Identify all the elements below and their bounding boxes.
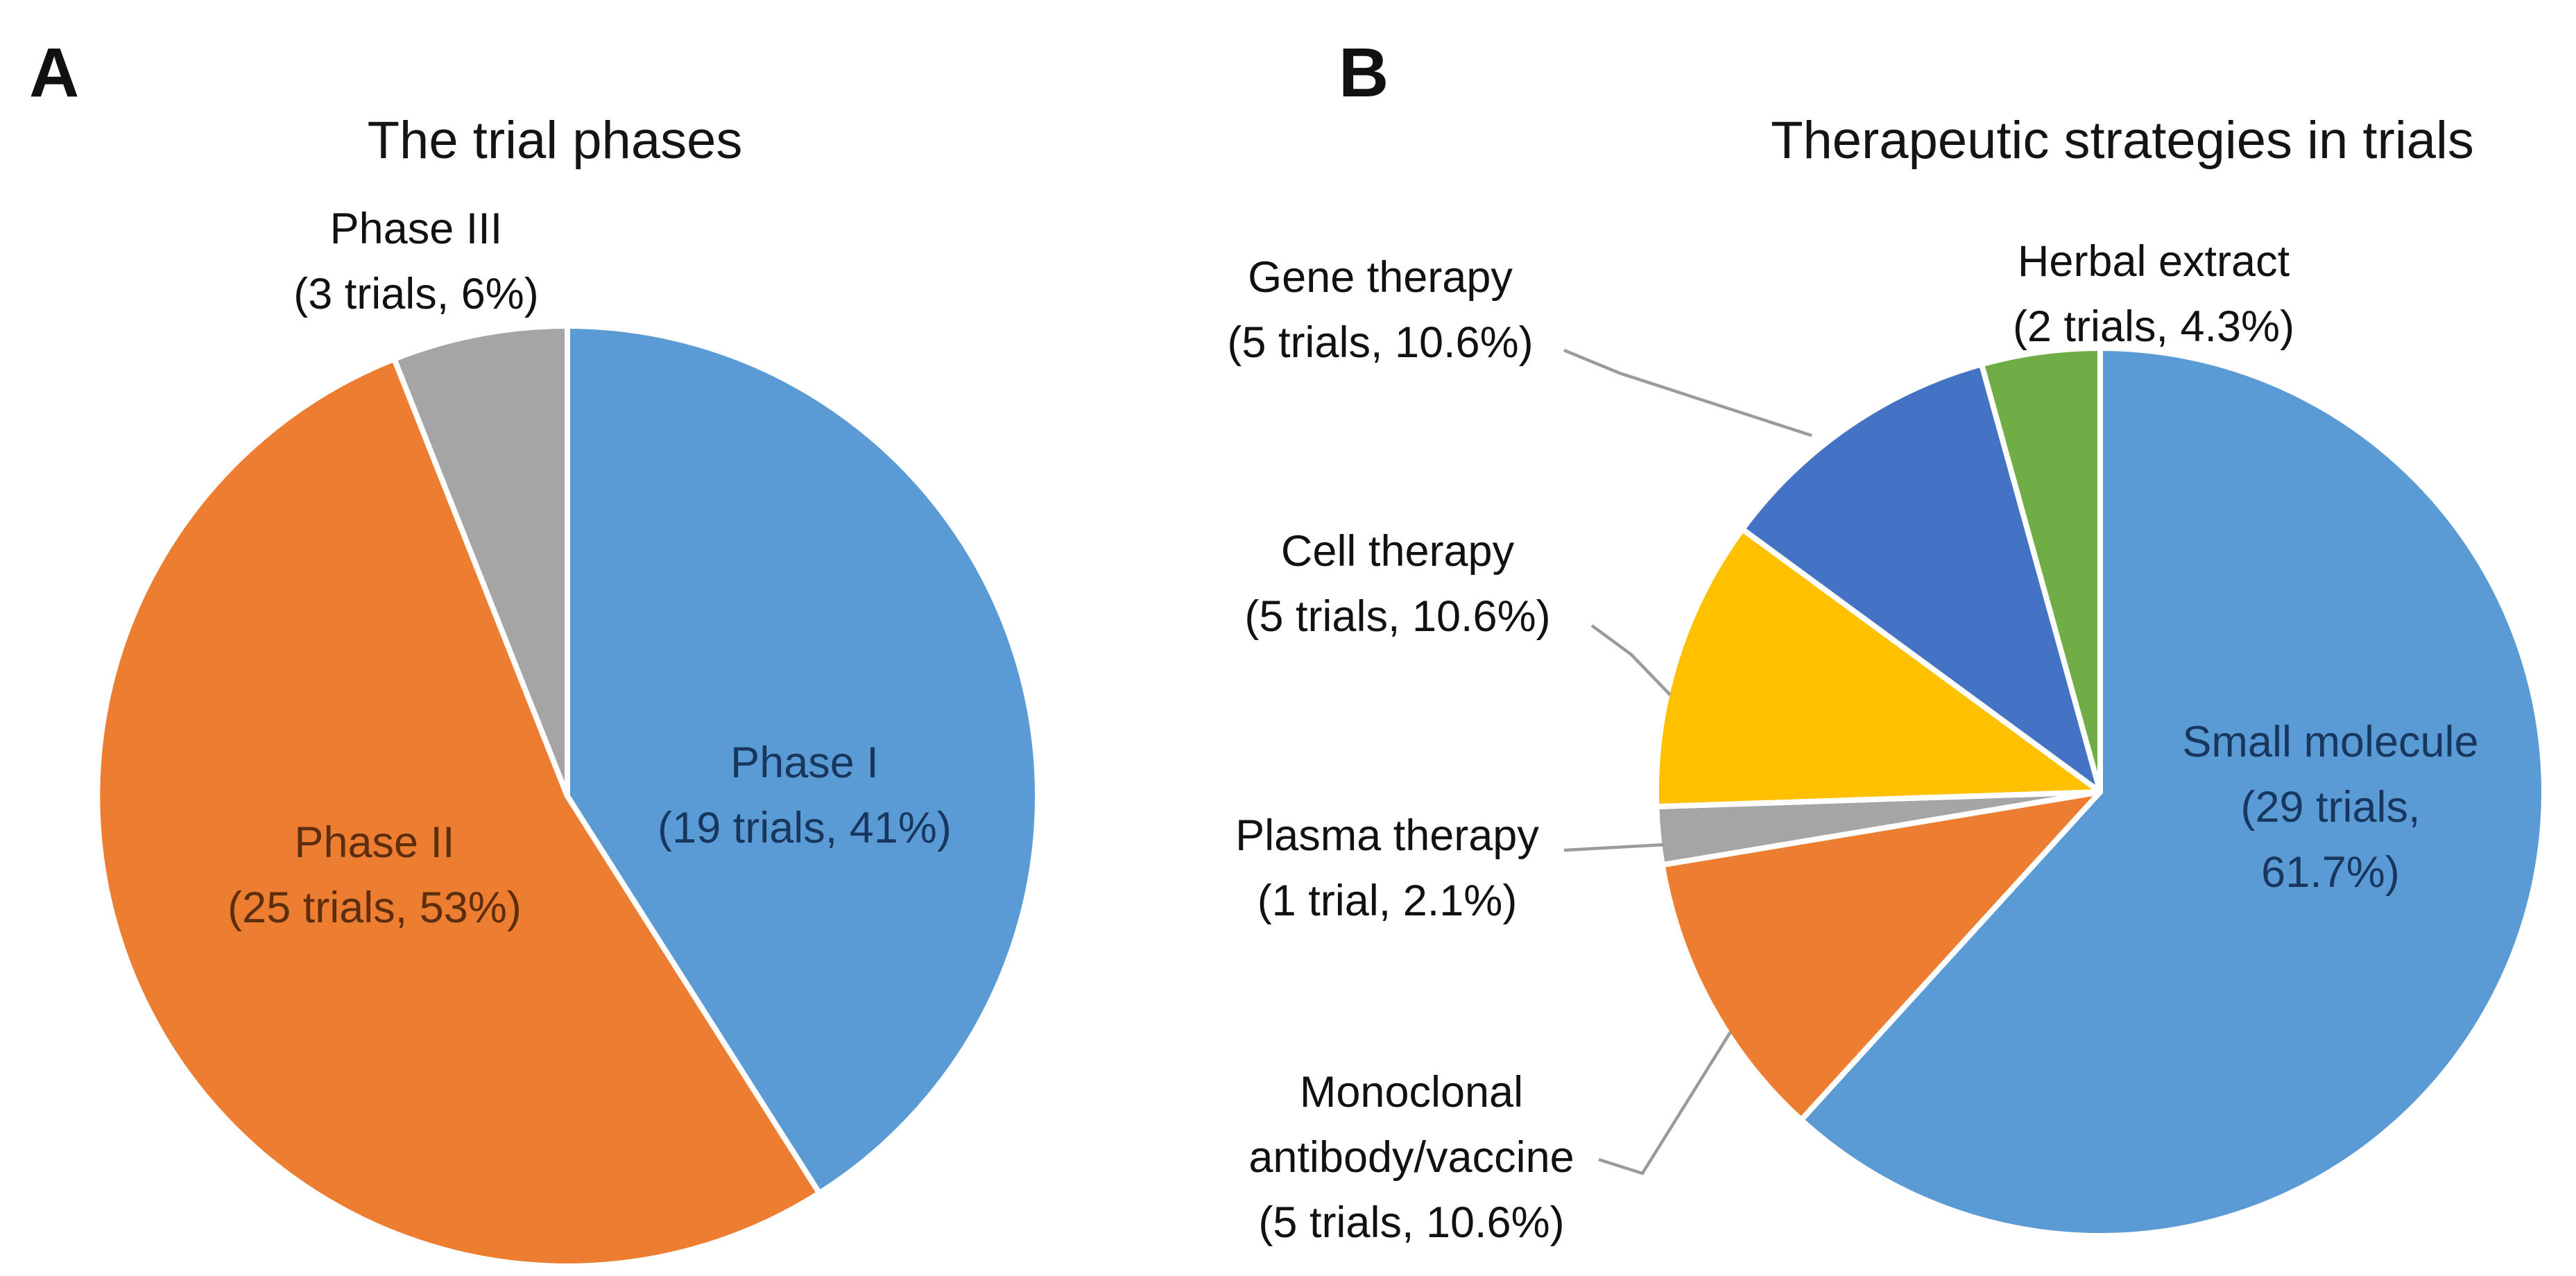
callout-phase-iii-name: Phase III bbox=[329, 205, 503, 253]
pie-slice-phase-iii bbox=[391, 323, 570, 799]
callout-phase-ii-detail: (25 trials, 53%) bbox=[227, 883, 522, 932]
callout-cell-therapy-detail: (5 trials, 10.6%) bbox=[1244, 592, 1551, 641]
callout-small-molecule: Small molecule (29 trials, 61.7%) bbox=[2182, 709, 2478, 905]
pie-trial-phases bbox=[94, 323, 1041, 1269]
leader-lines bbox=[1563, 348, 1812, 1175]
pie-slice-herbal-extract bbox=[1979, 345, 2103, 795]
callout-phase-i: Phase I (19 trials, 41%) bbox=[658, 730, 952, 861]
pie-slice-small-molecule bbox=[1798, 345, 2548, 1239]
panel-letter-a: A bbox=[29, 34, 80, 112]
leader-line-monoclonal bbox=[1598, 1031, 1732, 1175]
callout-monoclonal-line1: Monoclonal bbox=[1299, 1068, 1524, 1116]
pie-slice-cell-therapy bbox=[1653, 526, 2103, 810]
callout-herbal-extract-name: Herbal extract bbox=[2017, 237, 2290, 286]
callout-herbal-extract-detail: (2 trials, 4.3%) bbox=[2012, 302, 2295, 351]
callout-phase-i-name: Phase I bbox=[730, 739, 879, 787]
leader-line-gene-therapy bbox=[1563, 348, 1812, 438]
callout-monoclonal: Monoclonal antibody/vaccine (5 trials, 1… bbox=[1248, 1060, 1574, 1255]
callout-phase-ii-name: Phase II bbox=[294, 818, 455, 867]
pie-slice-monoclonal-antibody-vaccine bbox=[1659, 789, 2103, 1123]
callout-phase-iii-detail: (3 trials, 6%) bbox=[293, 270, 539, 318]
callout-plasma-therapy-detail: (1 trial, 2.1%) bbox=[1257, 877, 1518, 925]
callout-phase-ii: Phase II (25 trials, 53%) bbox=[227, 810, 522, 940]
leader-line-plasma-therapy bbox=[1563, 843, 1665, 852]
callout-small-molecule-name: Small molecule bbox=[2182, 718, 2479, 766]
callout-gene-therapy-detail: (5 trials, 10.6%) bbox=[1227, 318, 1534, 367]
leader-line-cell-therapy bbox=[1590, 624, 1672, 696]
pie-therapeutic-strategies bbox=[1653, 345, 2548, 1239]
chart-title-a: The trial phases bbox=[367, 111, 743, 170]
callout-plasma-therapy-name: Plasma therapy bbox=[1235, 811, 1539, 860]
callout-herbal-extract: Herbal extract (2 trials, 4.3%) bbox=[2013, 229, 2294, 359]
callout-cell-therapy: Cell therapy (5 trials, 10.6%) bbox=[1244, 519, 1550, 649]
callout-plasma-therapy: Plasma therapy (1 trial, 2.1%) bbox=[1235, 803, 1539, 933]
pie-slice-phase-ii bbox=[94, 356, 823, 1269]
panel-letter-b: B bbox=[1339, 34, 1389, 112]
callout-phase-iii: Phase III (3 trials, 6%) bbox=[293, 196, 539, 327]
callout-small-molecule-line2: (29 trials, bbox=[2240, 783, 2421, 831]
callout-phase-i-detail: (19 trials, 41%) bbox=[658, 804, 952, 852]
callout-small-molecule-line3: 61.7%) bbox=[2261, 848, 2400, 897]
callout-monoclonal-line2: antibody/vaccine bbox=[1248, 1133, 1574, 1182]
callout-cell-therapy-name: Cell therapy bbox=[1280, 527, 1515, 576]
callout-monoclonal-detail: (5 trials, 10.6%) bbox=[1258, 1198, 1565, 1247]
chart-title-b: Therapeutic strategies in trials bbox=[1771, 111, 2474, 170]
callout-gene-therapy: Gene therapy (5 trials, 10.6%) bbox=[1227, 245, 1533, 375]
callout-gene-therapy-name: Gene therapy bbox=[1248, 253, 1513, 302]
